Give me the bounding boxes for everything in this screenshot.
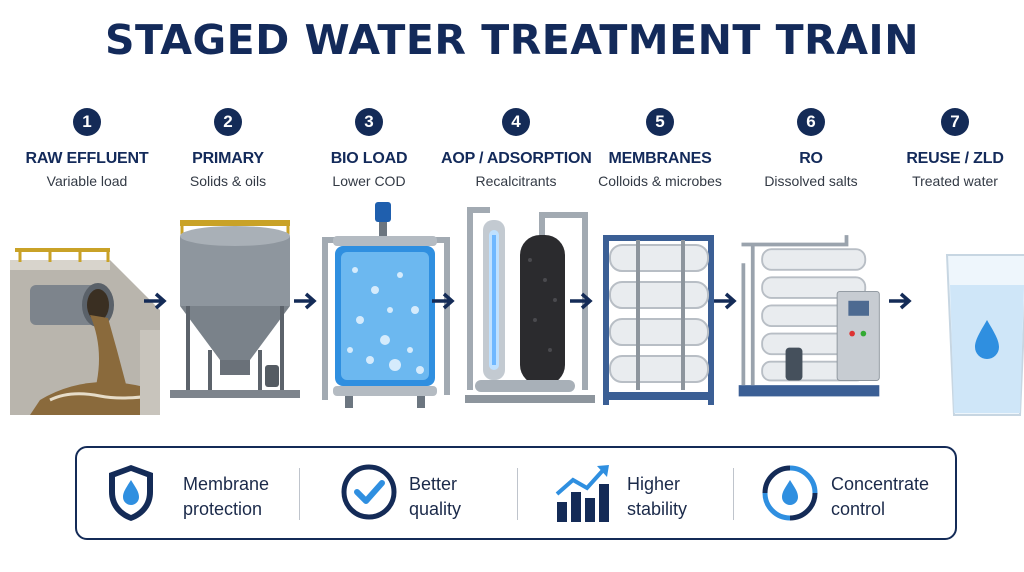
step-label: REUSE / ZLD — [906, 150, 1004, 167]
step-subtitle: Colloids & microbes — [598, 173, 722, 189]
step-number-badge: 2 — [214, 108, 242, 136]
raw-effluent-pipe-icon — [10, 248, 160, 415]
step-subtitle: Dissolved salts — [764, 173, 858, 189]
flow-arrow-icon — [570, 292, 593, 310]
flow-arrow-icon — [714, 292, 737, 310]
step-number-badge: 7 — [941, 108, 969, 136]
uv-carbon-filter-icon — [465, 207, 595, 403]
step-label: RAW EFFLUENT — [25, 150, 149, 167]
benefit-better-quality: Better quality — [339, 448, 539, 538]
step-4: 4 AOP / ADSORPTION Recalcitrants — [441, 108, 592, 189]
divider — [733, 468, 734, 520]
benefit-membrane-protection: Membrane protection — [105, 448, 305, 538]
benefits-panel: Membrane protection Better quality Higher s… — [75, 446, 957, 540]
page-title: STAGED WATER TREATMENT TRAIN — [104, 16, 920, 64]
benefit-line: Better — [409, 474, 458, 494]
step-label: MEMBRANES — [608, 150, 712, 167]
benefit-line: protection — [183, 499, 263, 519]
benefit-line: Concentrate — [831, 474, 930, 494]
step-6: 6 RO Dissolved salts — [736, 108, 886, 189]
benefit-concentrate-control: Concentrate control — [759, 448, 959, 538]
flow-arrow-icon — [294, 292, 317, 310]
flow-arrow-icon — [144, 292, 167, 310]
step-subtitle: Recalcitrants — [475, 173, 557, 189]
step-number-badge: 3 — [355, 108, 383, 136]
step-subtitle: Lower COD — [332, 173, 406, 189]
step-subtitle: Variable load — [46, 173, 128, 189]
step-1: 1 RAW EFFLUENT Variable load — [12, 108, 162, 189]
step-label: BIO LOAD — [330, 150, 408, 167]
divider — [299, 468, 300, 520]
benefit-line: Higher — [627, 474, 681, 494]
benefit-higher-stability: Higher stability — [553, 448, 753, 538]
benefit-line: stability — [627, 499, 688, 519]
bar-chart-trend-icon — [555, 465, 609, 522]
step-number-badge: 5 — [646, 108, 674, 136]
reverse-osmosis-skid-icon — [738, 235, 880, 397]
step-subtitle: Solids & oils — [189, 173, 267, 189]
step-number-badge: 6 — [797, 108, 825, 136]
clarifier-tank-icon — [170, 220, 300, 398]
step-label: AOP / ADSORPTION — [441, 150, 592, 167]
step-2: 2 PRIMARY Solids & oils — [153, 108, 303, 189]
flow-arrow-icon — [432, 292, 455, 310]
shield-droplet-icon — [109, 465, 153, 521]
check-circle-icon — [341, 464, 397, 520]
benefit-line: control — [831, 499, 886, 519]
recycle-droplet-icon — [762, 465, 818, 521]
membrane-rack-icon — [603, 235, 714, 405]
benefit-line: Membrane — [183, 474, 270, 494]
flow-arrow-icon — [889, 292, 912, 310]
step-label: RO — [799, 150, 823, 167]
step-5: 5 MEMBRANES Colloids & microbes — [585, 108, 735, 189]
step-number-badge: 1 — [73, 108, 101, 136]
benefit-line: quality — [409, 499, 462, 519]
bioreactor-icon — [322, 202, 450, 408]
step-subtitle: Treated water — [912, 173, 998, 189]
water-glass-icon — [945, 254, 1024, 416]
step-number-badge: 4 — [502, 108, 530, 136]
divider — [517, 468, 518, 520]
step-7: 7 REUSE / ZLD Treated water — [880, 108, 1024, 189]
step-label: PRIMARY — [192, 150, 264, 167]
step-3: 3 BIO LOAD Lower COD — [294, 108, 444, 189]
